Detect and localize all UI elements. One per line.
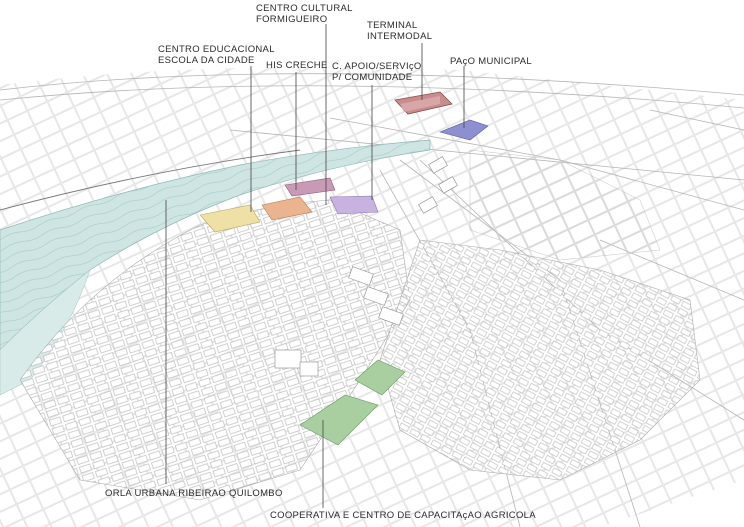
- paco-area: [439, 119, 489, 141]
- label-terminal-intermodal: TERMINAL INTERMODAL: [367, 20, 433, 42]
- label-cooperativa: COOPERATIVA E CENTRO DE CAPACITAçAO AGRI…: [270, 510, 536, 521]
- cooperativa-area: [299, 394, 379, 446]
- cultural-area: [284, 177, 336, 197]
- label-centro-cultural: CENTRO CULTURAL FORMIGUEIRO: [256, 3, 353, 25]
- cooperativa-area-2: [354, 359, 406, 396]
- label-c-apoio: C. APOIO/SERVIçO P/ COMUNIDADE: [332, 61, 422, 83]
- label-paco-municipal: PAçO MUNICIPAL: [450, 56, 532, 67]
- school-area: [199, 204, 261, 233]
- label-his-creche: HIS CRECHE: [266, 60, 328, 71]
- project-areas: [199, 91, 489, 446]
- label-centro-educacional: CENTRO EDUCACIONAL ESCOLA DA CIDADE: [158, 44, 275, 66]
- creche-area: [261, 196, 313, 221]
- residential-fabric: [19, 149, 701, 501]
- apoio-area: [329, 195, 379, 215]
- label-orla-urbana: ORLA URBANA RIBEIRAO QUILOMBO: [105, 488, 283, 499]
- mid-rise-blocks: [274, 156, 458, 377]
- leader-lines: [165, 24, 465, 508]
- river-orla: [0, 139, 431, 396]
